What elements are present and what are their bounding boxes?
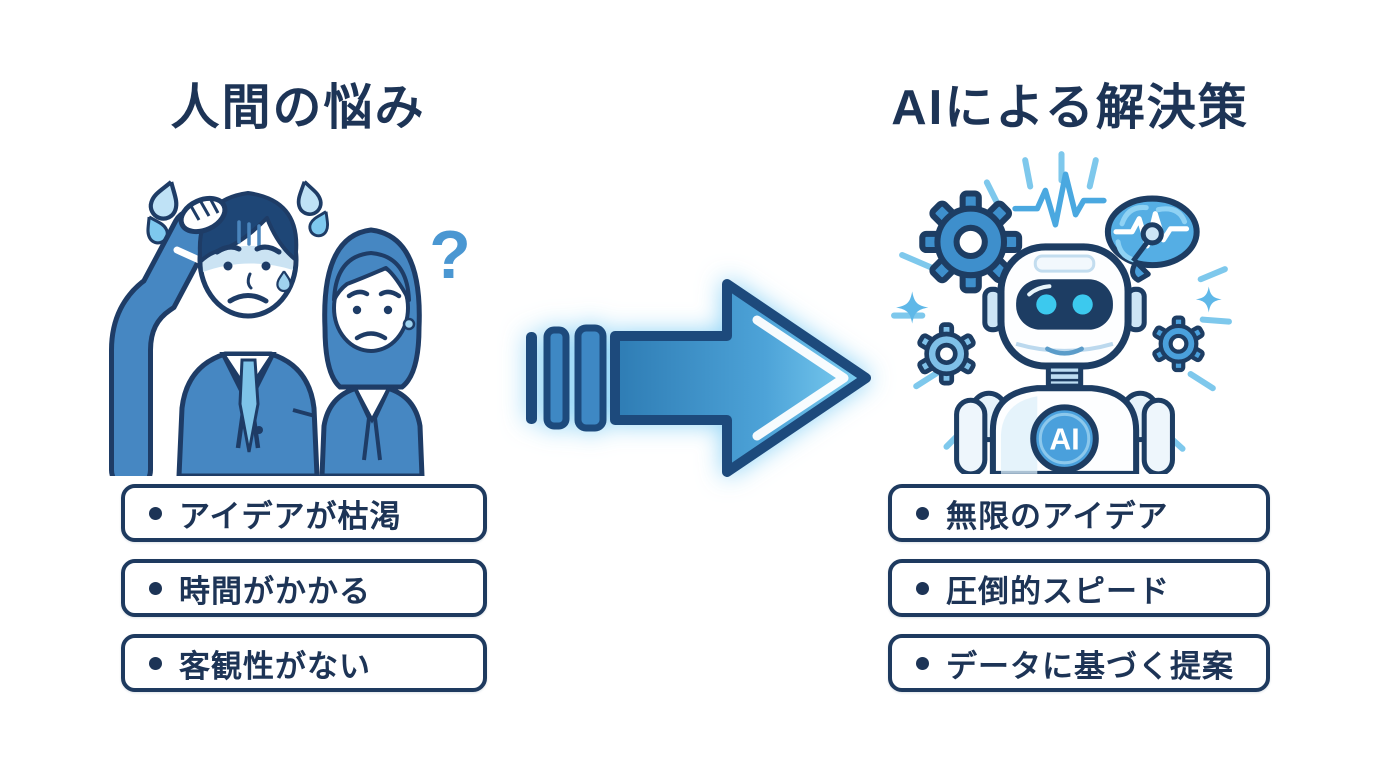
bullet-dot-icon	[916, 656, 929, 670]
rays-icon	[891, 151, 1232, 452]
worried-woman-figure	[319, 227, 425, 476]
robot-eye	[1036, 294, 1057, 315]
pain-point-label: 客観性がない	[179, 648, 371, 684]
sweat-drop-icon	[146, 180, 330, 245]
sparkle-icon	[1195, 286, 1222, 313]
solution-item: 無限のアイデア	[888, 484, 1270, 542]
bullet-dot-icon	[149, 506, 162, 520]
worried-man-figure	[109, 191, 320, 476]
pulse-line-icon	[1012, 171, 1107, 228]
speed-dashes-icon	[526, 324, 607, 432]
pain-point-label: アイデアが枯渇	[179, 498, 402, 534]
pain-point-item: 客観性がない	[121, 634, 487, 692]
bullet-dot-icon	[149, 581, 162, 595]
robot-eye	[1072, 294, 1093, 315]
solution-item: データに基づく提案	[888, 634, 1270, 692]
ai-solutions-list: 無限のアイデア 圧倒的スピード データに基づく提案	[888, 484, 1270, 692]
arrow-chevron-highlight	[752, 315, 849, 441]
worried-people-illustration: ?	[109, 180, 471, 476]
pain-point-item: 時間がかかる	[121, 559, 487, 617]
pain-point-item: アイデアが枯渇	[121, 484, 487, 542]
solution-label: 圧倒的スピード	[946, 573, 1170, 609]
bullet-dot-icon	[149, 656, 162, 670]
gear-icon	[917, 322, 976, 386]
transform-arrow-icon	[526, 279, 871, 477]
solution-item: 圧倒的スピード	[888, 559, 1270, 617]
question-mark-icon: ?	[429, 217, 471, 293]
right-column-title: AIによる解決策	[891, 81, 1249, 135]
solution-label: データに基づく提案	[946, 648, 1234, 684]
bullet-dot-icon	[916, 581, 929, 595]
gear-icon	[1152, 315, 1205, 373]
bullet-dot-icon	[916, 506, 929, 520]
left-column-title: 人間の悩み	[170, 81, 426, 135]
ai-badge-label: AI	[1049, 424, 1079, 457]
ai-robot-illustration: AI	[891, 151, 1232, 474]
pain-point-label: 時間がかかる	[179, 573, 371, 609]
robot-figure: AI	[954, 222, 1175, 474]
solution-label: 無限のアイデア	[946, 498, 1169, 534]
sparkle-icon	[896, 291, 929, 324]
arrow-body	[610, 279, 871, 477]
human-pain-points-list: アイデアが枯渇 時間がかかる 客観性がない	[121, 484, 487, 692]
